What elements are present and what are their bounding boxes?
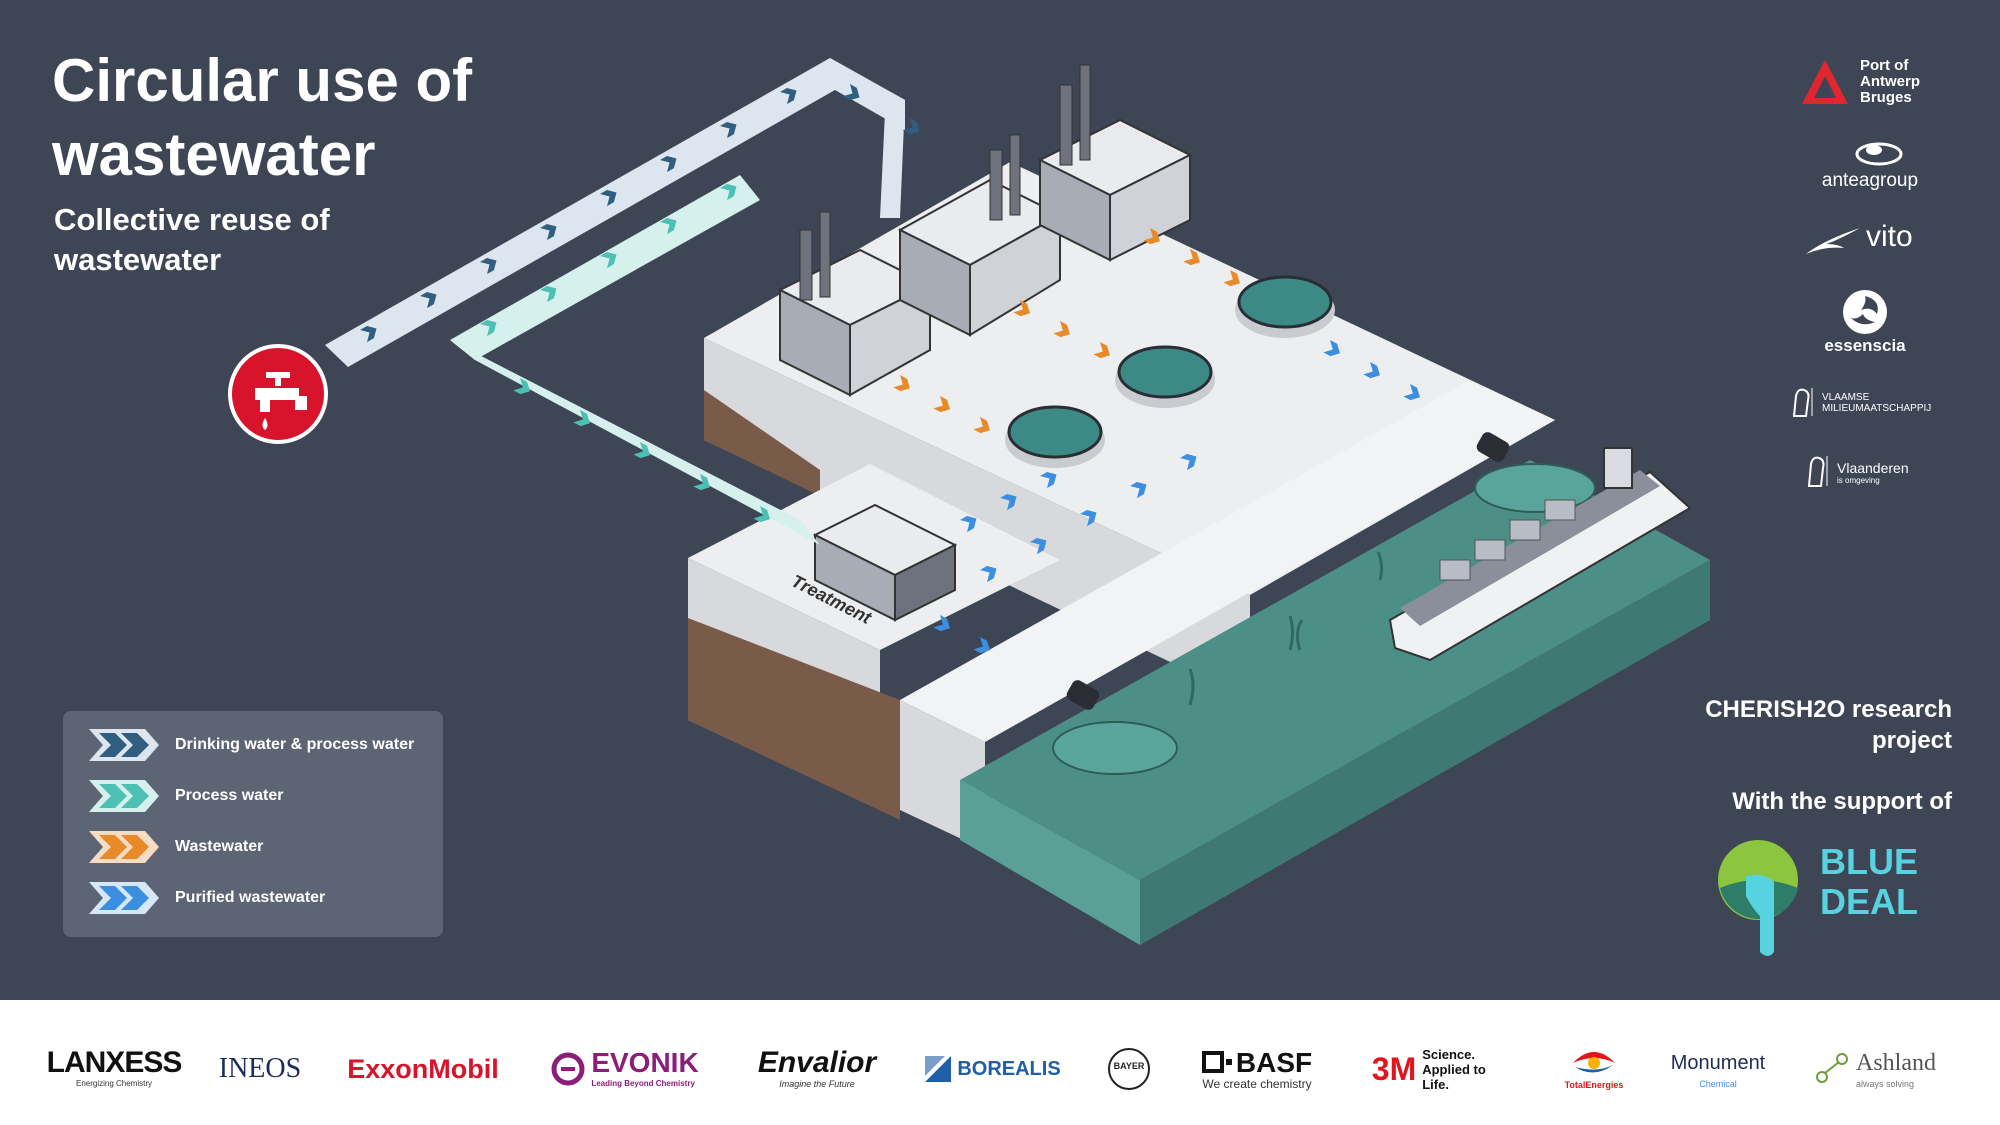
legend-item: Process water [89, 776, 284, 816]
clarifier [1235, 275, 1335, 338]
anteagroup-logo: anteagroup [1810, 140, 1930, 196]
clarifier [1115, 345, 1215, 408]
vito-logo: vito [1804, 218, 1934, 262]
double-chevron-icon [89, 882, 159, 914]
essenscia-logo-icon [1843, 290, 1887, 334]
page-title: Circular use of wastewater [52, 47, 473, 188]
exxonmobil-logo: ExxonMobil [347, 1054, 499, 1084]
legend-item: Wastewater [89, 827, 263, 867]
wastewater-illustration: Treatment [228, 58, 1710, 945]
legend-label: Process water [175, 787, 284, 804]
quay [900, 380, 1555, 742]
cargo-ship [1388, 447, 1692, 662]
project-name: CHERISH2O research project [1705, 696, 1952, 754]
3m-logo: 3M Science. Applied to Life. [1371, 1046, 1486, 1092]
blue-deal-drop-icon [1718, 840, 1798, 956]
support-text: With the support of [1732, 788, 1952, 815]
legend-label: Drinking water & process water [175, 736, 415, 753]
blue-deal-logo: BLUE DEAL [1716, 836, 1918, 960]
double-chevron-icon [89, 780, 159, 812]
water-tap-icon [228, 344, 328, 444]
main-panel: Treatment [52, 47, 1960, 960]
ashland-molecule-icon [1816, 1053, 1848, 1083]
bayer-logo: BAYER [1106, 1044, 1152, 1094]
double-chevron-icon [89, 831, 159, 863]
factory [897, 134, 1063, 337]
vito-bird-icon [1806, 228, 1860, 254]
envalior-logo: Envalior Imagine the Future [757, 1046, 877, 1090]
totalenergies-icon [1573, 1052, 1615, 1073]
basf-logo: BASF We create chemistry [1201, 1047, 1313, 1091]
treatment-building [812, 503, 958, 622]
lanxess-logo: LANXESS Energizing Chemistry [46, 1046, 183, 1089]
ashland-logo: Ashland always solving [1804, 1044, 1944, 1094]
port-antwerp-bruges-logo: Port of Antwerp Bruges [1800, 56, 1960, 112]
legend-item: Drinking water & process water [89, 725, 414, 765]
basf-square-icon [1201, 1051, 1232, 1073]
port-logo-icon [1802, 60, 1848, 104]
evonik-logo: EVONIK Leading Beyond Chemistry [540, 1044, 710, 1094]
bayer-cross-icon [1108, 1048, 1150, 1090]
flemish-lion-icon [1807, 456, 1828, 487]
legend-item: Purified wastewater [89, 878, 325, 918]
antea-logo-icon [1855, 142, 1903, 166]
page-subtitle: Collective reuse of wastewater [54, 202, 330, 277]
factory [1037, 64, 1193, 262]
legend-label: Purified wastewater [175, 889, 326, 906]
borealis-logo: BOREALIS [918, 1044, 1068, 1094]
legend-label: Wastewater [175, 838, 264, 855]
ineos-logo: INEOS [218, 1053, 302, 1084]
evonik-icon [551, 1052, 585, 1086]
legend: Drinking water & process water Process w… [63, 711, 443, 937]
process-water-pipeline [450, 175, 820, 545]
essenscia-logo: essenscia [1820, 288, 1910, 358]
double-chevron-icon [89, 729, 159, 761]
sponsor-footer: LANXESS Energizing Chemistry INEOS Exxon… [0, 1000, 2000, 1125]
totalenergies-logo: TotalEnergies [1554, 1044, 1634, 1094]
vmm-logo: VLAAMSE MILIEUMAATSCHAPPIJ [1790, 386, 1950, 422]
flemish-lion-icon [1792, 388, 1813, 417]
vlaanderen-logo: Vlaanderen is omgeving [1805, 454, 1945, 494]
soil-layer [704, 390, 820, 496]
clarifier [1005, 405, 1105, 468]
factory [777, 211, 933, 397]
drinking-water-pipeline [325, 58, 923, 367]
borealis-icon [925, 1056, 952, 1082]
monument-chemical-logo: Monument Chemical [1670, 1052, 1766, 1089]
